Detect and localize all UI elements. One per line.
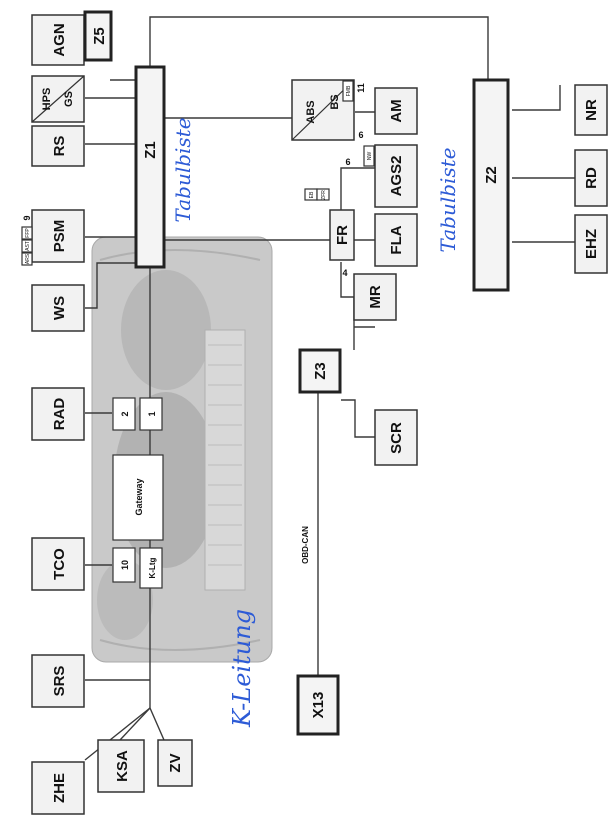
gateway-label: Gateway xyxy=(134,478,144,515)
device-zv: ZV xyxy=(158,740,192,786)
svg-text:NR: NR xyxy=(583,99,600,121)
svg-text:MR: MR xyxy=(367,285,384,308)
psm-tag-ffp: FFP xyxy=(25,228,31,238)
device-agn: AGN xyxy=(32,15,84,65)
fr-tag-zfr: ZFR xyxy=(321,190,327,200)
device-rd: RD xyxy=(575,150,607,206)
device-abs-bs: ABS BS FMB 6 11 xyxy=(292,80,366,140)
abs-label: ABS xyxy=(305,100,317,123)
device-srs: SRS xyxy=(32,655,84,707)
gateway-port-2: 2 xyxy=(120,411,130,416)
handwriting-z1: Tabulbiste xyxy=(171,117,195,222)
svg-text:AGN: AGN xyxy=(51,23,68,56)
svg-text:X13: X13 xyxy=(310,692,327,719)
bs-label: BS xyxy=(329,94,341,109)
handwriting-kl: K-Leitung xyxy=(228,609,256,728)
svg-text:Z3: Z3 xyxy=(312,362,329,380)
device-rs: RS xyxy=(32,126,84,166)
svg-text:PSM: PSM xyxy=(51,220,68,253)
obd-can-label: OBD-CAN xyxy=(301,526,310,564)
svg-text:EHZ: EHZ xyxy=(583,229,600,259)
hps-label: HPS xyxy=(41,88,53,111)
device-tco: TCO xyxy=(32,538,84,590)
device-ags2: AGS2 NW 6 xyxy=(345,145,417,207)
device-ehz: EHZ xyxy=(575,215,607,273)
svg-text:Z1: Z1 xyxy=(142,141,159,159)
device-fla: FLA xyxy=(375,214,417,266)
device-x13: X13 xyxy=(298,676,338,734)
device-z5: Z5 xyxy=(85,12,111,60)
svg-text:FLA: FLA xyxy=(388,225,405,254)
psm-tag-ars: ARS xyxy=(25,253,31,264)
device-psm: PSM ARS AST FFP 9 xyxy=(22,210,84,265)
svg-text:RD: RD xyxy=(583,167,600,189)
gs-label: GS xyxy=(63,91,75,107)
psm-number: 9 xyxy=(22,215,32,220)
svg-text:Z5: Z5 xyxy=(91,27,108,45)
svg-text:Z2: Z2 xyxy=(483,166,500,184)
svg-text:RS: RS xyxy=(51,136,68,157)
psm-tag-ast: AST xyxy=(25,241,31,251)
svg-text:ZHE: ZHE xyxy=(51,773,68,803)
handwriting-z2: Tabulbiste xyxy=(436,147,460,252)
svg-text:SCR: SCR xyxy=(388,422,405,454)
bs-number-11: 11 xyxy=(356,83,366,93)
svg-text:AM: AM xyxy=(388,99,405,122)
gateway-port-1: 1 xyxy=(147,411,157,416)
device-am: AM xyxy=(375,88,417,134)
ags2-tag: NW xyxy=(367,152,373,161)
svg-text:KSA: KSA xyxy=(114,750,131,782)
device-fr: FR EB ZFR 4 xyxy=(305,189,354,278)
ags2-number-6: 6 xyxy=(345,157,350,167)
device-z1: Z1 xyxy=(136,67,164,267)
svg-text:SRS: SRS xyxy=(51,666,68,697)
bs-tag: FMB xyxy=(346,85,352,96)
device-z2: Z2 xyxy=(474,80,508,290)
svg-text:WS: WS xyxy=(51,296,68,320)
svg-text:RAD: RAD xyxy=(51,398,68,431)
device-rad: RAD xyxy=(32,388,84,440)
instrument-cluster-photo xyxy=(92,237,272,662)
svg-text:FR: FR xyxy=(334,225,351,245)
device-scr: SCR xyxy=(375,410,417,465)
device-hps-gs: HPS GS xyxy=(32,76,84,122)
device-z3: Z3 xyxy=(300,350,340,392)
fr-number-4: 4 xyxy=(342,268,347,278)
device-nr: NR xyxy=(575,85,607,135)
device-mr: MR xyxy=(354,274,396,320)
device-ws: WS xyxy=(32,285,84,331)
fr-tag-eb: EB xyxy=(309,191,315,198)
svg-text:TCO: TCO xyxy=(51,548,68,580)
device-ksa: KSA xyxy=(98,740,144,792)
svg-text:ZV: ZV xyxy=(167,753,184,772)
svg-text:AGS2: AGS2 xyxy=(388,156,405,197)
abs-number-6: 6 xyxy=(358,130,363,140)
gateway-kltg: K-Ltg xyxy=(148,557,157,578)
gateway-port-10: 10 xyxy=(120,560,130,570)
device-zhe: ZHE xyxy=(32,762,84,814)
